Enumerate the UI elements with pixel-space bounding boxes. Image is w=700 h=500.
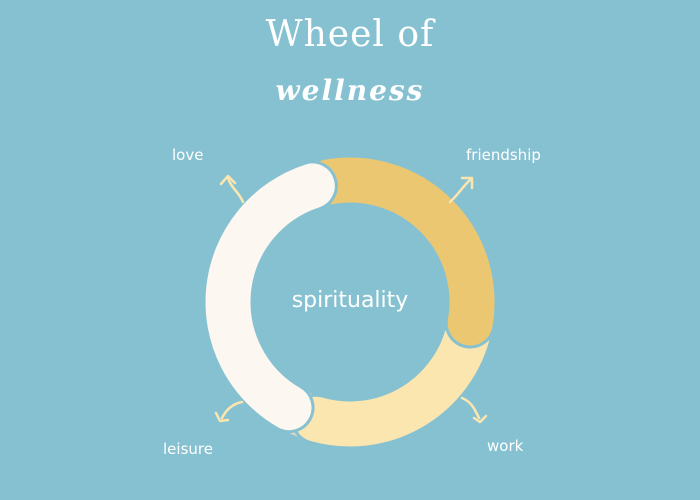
arrow-love-icon <box>219 174 245 204</box>
label-love: love <box>172 146 204 164</box>
ring-segments <box>202 154 498 450</box>
label-work: work <box>487 437 524 455</box>
arrow-friendship-icon <box>448 176 474 204</box>
label-friendship: friendship <box>466 146 541 164</box>
title-line-1: Wheel of <box>265 14 435 55</box>
title-line-2: wellness <box>275 74 425 107</box>
label-leisure: leisure <box>163 440 213 458</box>
arrow-work-icon <box>460 396 488 424</box>
ring-segment-love <box>202 160 338 434</box>
arrow-leisure-icon <box>214 400 244 423</box>
center-label-spirituality: spirituality <box>291 288 409 313</box>
